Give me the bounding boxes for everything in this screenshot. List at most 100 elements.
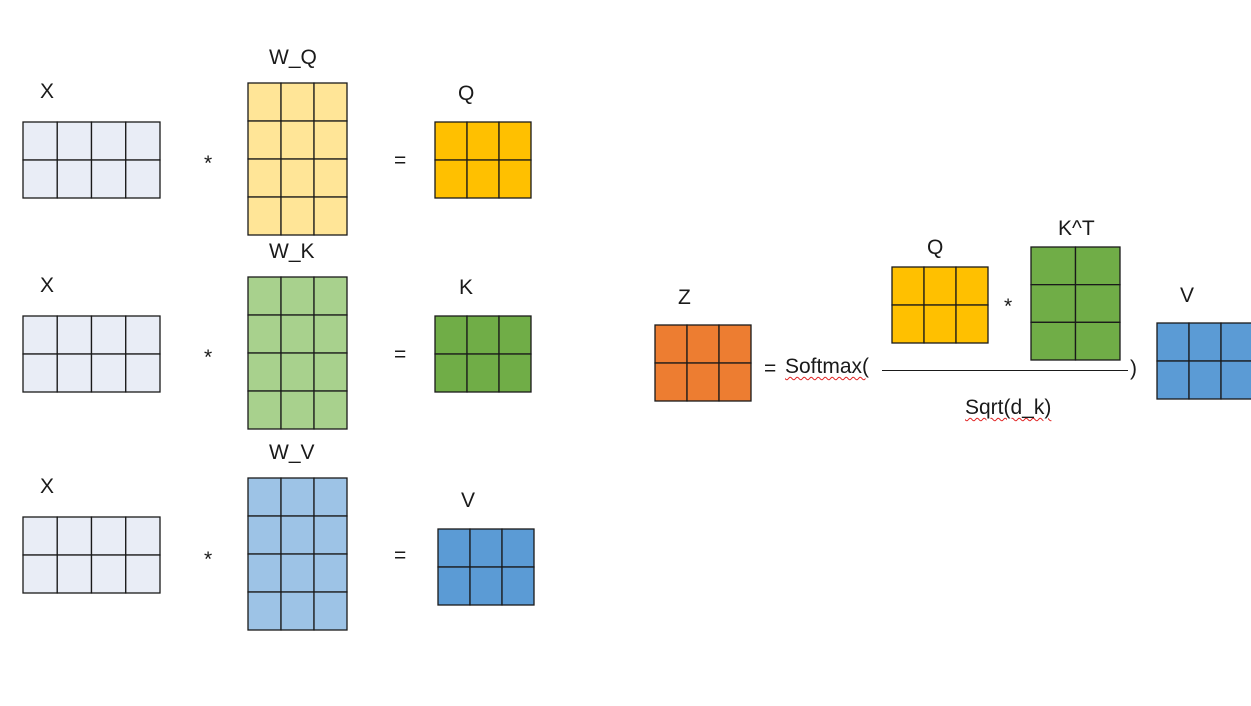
matrix-cell xyxy=(280,352,315,392)
matrix-cell xyxy=(90,353,127,393)
matrix-cell xyxy=(22,516,58,556)
matrix-cell xyxy=(313,82,348,122)
matrix-cell xyxy=(90,315,127,355)
matrix-cell xyxy=(313,158,348,198)
matrix-cell xyxy=(654,324,688,364)
matrix-cell xyxy=(1188,360,1222,400)
matrix-cell xyxy=(1188,322,1222,362)
matrix-cell xyxy=(718,324,752,364)
matrix-cell xyxy=(56,121,93,161)
matrix-cell xyxy=(125,159,161,199)
matrix-cell xyxy=(125,353,161,393)
matrix-cell xyxy=(434,353,468,393)
matrix-cell xyxy=(955,304,989,344)
x-matrix-v-row xyxy=(22,516,161,594)
matrix-cell xyxy=(280,314,315,354)
formula-q-matrix xyxy=(891,266,989,344)
matrix-cell xyxy=(434,121,468,161)
matrix-cell xyxy=(280,591,315,631)
matrix-cell xyxy=(1030,246,1077,286)
kt-matrix xyxy=(1030,246,1121,361)
matrix-cell xyxy=(56,554,93,594)
matrix-cell xyxy=(313,276,348,316)
matrix-cell xyxy=(955,266,989,306)
softmax-label: Softmax( xyxy=(785,355,870,378)
matrix-cell xyxy=(891,266,925,306)
k-matrix xyxy=(434,315,532,393)
matrix-cell xyxy=(247,591,282,631)
matrix-cell xyxy=(280,158,315,198)
formula-times-operator: * xyxy=(1004,295,1013,318)
k-label: K xyxy=(459,276,474,299)
matrix-cell xyxy=(466,159,500,199)
matrix-cell xyxy=(313,314,348,354)
matrix-cell xyxy=(466,353,500,393)
matrix-cell xyxy=(280,477,315,517)
matrix-cell xyxy=(1220,360,1251,400)
matrix-cell xyxy=(247,82,282,122)
matrix-cell xyxy=(686,324,720,364)
matrix-cell xyxy=(923,266,957,306)
matrix-cell xyxy=(498,353,532,393)
x-label-k-row: X xyxy=(40,274,55,297)
matrix-cell xyxy=(1156,322,1190,362)
matrix-cell xyxy=(280,276,315,316)
matrix-cell xyxy=(1030,284,1077,323)
formula-v-label: V xyxy=(1180,284,1195,307)
matrix-cell xyxy=(247,120,282,160)
matrix-cell xyxy=(498,159,532,199)
matrix-cell xyxy=(56,315,93,355)
matrix-cell xyxy=(280,515,315,555)
x-label-q-row: X xyxy=(40,80,55,103)
matrix-cell xyxy=(90,159,127,199)
times-operator-k-row: * xyxy=(204,346,213,369)
matrix-cell xyxy=(469,528,503,568)
matrix-cell xyxy=(280,553,315,593)
matrix-cell xyxy=(22,315,58,355)
matrix-cell xyxy=(125,554,161,594)
matrix-cell xyxy=(313,477,348,517)
matrix-cell xyxy=(22,159,58,199)
matrix-cell xyxy=(313,515,348,555)
matrix-cell xyxy=(247,314,282,354)
matrix-cell xyxy=(280,82,315,122)
formula-q-label: Q xyxy=(927,236,944,259)
matrix-cell xyxy=(466,315,500,355)
z-matrix xyxy=(654,324,752,402)
equals-operator-v-row: = xyxy=(394,544,407,567)
times-operator-q-row: * xyxy=(204,152,213,175)
matrix-cell xyxy=(1156,360,1190,400)
wk-matrix xyxy=(247,276,348,430)
z-label: Z xyxy=(678,286,691,309)
matrix-cell xyxy=(22,121,58,161)
matrix-cell xyxy=(434,159,468,199)
matrix-cell xyxy=(434,315,468,355)
matrix-cell xyxy=(437,528,471,568)
close-paren: ) xyxy=(1130,357,1137,380)
formula-v-matrix xyxy=(1156,322,1251,400)
matrix-cell xyxy=(498,315,532,355)
v-matrix xyxy=(437,528,535,606)
matrix-cell xyxy=(1074,284,1121,323)
matrix-cell xyxy=(90,516,127,556)
matrix-cell xyxy=(501,566,535,606)
matrix-cell xyxy=(22,353,58,393)
matrix-cell xyxy=(56,353,93,393)
matrix-cell xyxy=(313,352,348,392)
x-label-v-row: X xyxy=(40,475,55,498)
matrix-cell xyxy=(313,390,348,430)
matrix-cell xyxy=(90,121,127,161)
matrix-cell xyxy=(247,196,282,236)
wk-label: W_K xyxy=(269,240,315,263)
matrix-cell xyxy=(56,159,93,199)
matrix-cell xyxy=(125,315,161,355)
matrix-cell xyxy=(22,554,58,594)
sqrt-dk-text: Sqrt(d_k) xyxy=(965,396,1052,419)
times-operator-v-row: * xyxy=(204,548,213,571)
fraction-bar xyxy=(882,370,1128,371)
wv-matrix xyxy=(247,477,348,631)
matrix-cell xyxy=(466,121,500,161)
matrix-cell xyxy=(1220,322,1251,362)
matrix-cell xyxy=(1074,246,1121,286)
